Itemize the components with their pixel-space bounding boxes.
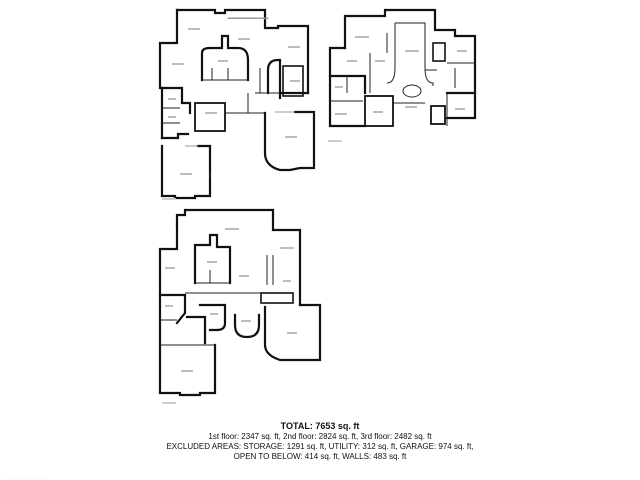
open-to-below-and-walls: OPEN TO BELOW: 414 sq. ft, WALLS: 483 sq… <box>233 452 407 461</box>
plan-caption-bottom <box>162 402 176 404</box>
floor-areas: 1st floor: 2347 sq. ft, 2nd floor: 2824 … <box>208 432 432 441</box>
area-summary: TOTAL: 7653 sq. ft 1st floor: 2347 sq. f… <box>150 420 490 462</box>
floor-plan-drawing <box>158 208 322 397</box>
floor-plan-top-left <box>150 8 325 203</box>
floor-plan-bottom <box>155 205 325 400</box>
plan-caption-top-left <box>162 198 176 200</box>
floor-plan-top-right <box>325 8 485 138</box>
watermark-logo <box>2 462 48 479</box>
plan-caption-top-right <box>328 140 342 142</box>
floor-plan-drawing <box>328 8 477 128</box>
excluded-areas: EXCLUDED AREAS: STORAGE: 1291 sq. ft, UT… <box>166 442 474 451</box>
floor-plan-drawing <box>158 8 316 200</box>
total-area: TOTAL: 7653 sq. ft <box>280 421 360 431</box>
